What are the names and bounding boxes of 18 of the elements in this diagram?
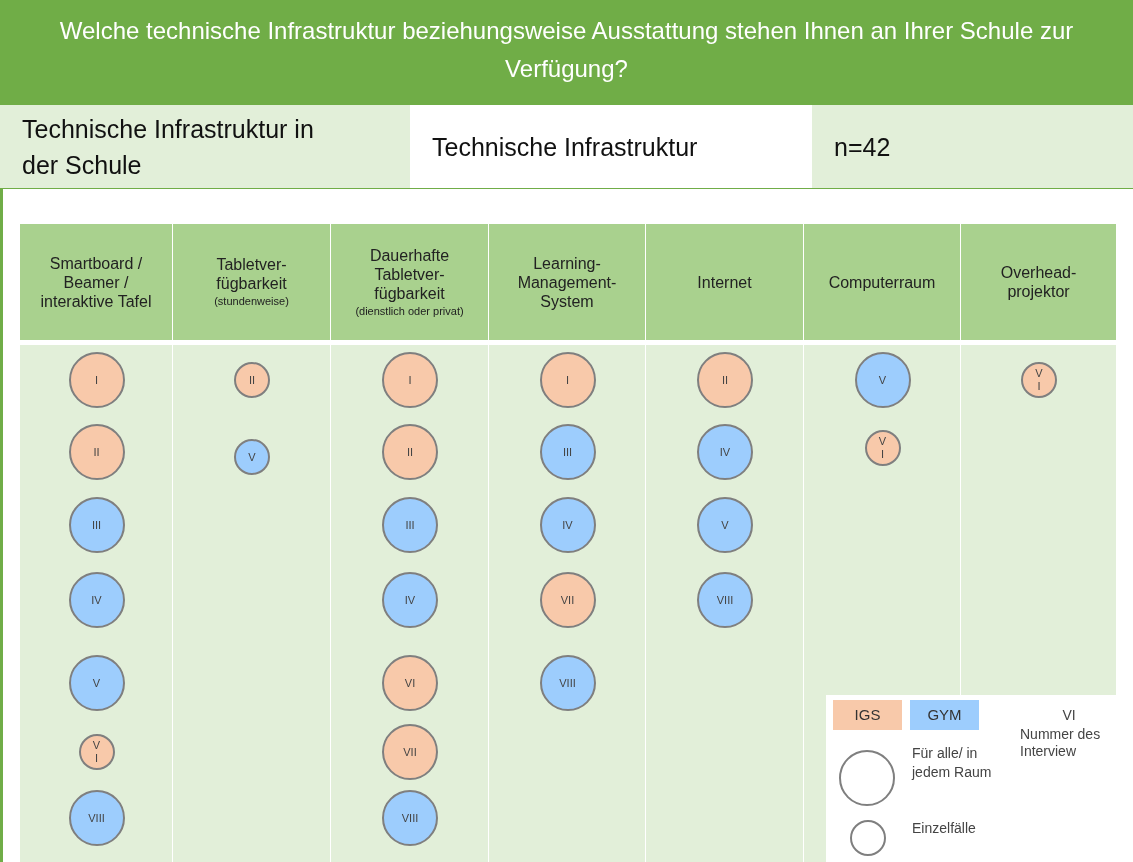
column-heading: Smartboard / Beamer / interaktive Tafel [39,253,153,311]
column-heading: Overhead- projektor [999,263,1078,301]
column-heading: Learning- Management- System [516,253,618,311]
column-subheading: (dienstlich oder privat) [355,303,464,319]
legend-swatch: GYM [910,700,979,730]
info-cell: Technische Infrastruktur in der Schule [0,105,410,188]
legend-text: Nummer des Interview [1020,726,1102,760]
column-heading: Tabletver- fügbarkeit [215,255,288,293]
column-heading: Internet [697,272,752,292]
title-banner: Welche technische Infrastruktur beziehungsweise Ausstattung stehen Ihnen an Ihrer Schule zur Verfügung? [0,0,1133,105]
legend-text: Einzelfälle [912,819,977,838]
legend-text: Für alle/ in jedem Raum [912,744,993,782]
info-cell: n=42 [812,105,1133,188]
column-heading: Computerraum [828,272,936,292]
column-heading: Dauerhafte Tabletver- fügbarkeit [368,245,451,303]
column-subheading: (stundenweise) [214,294,289,309]
interview-number-sample: VI [1061,707,1077,723]
legend-swatch: IGS [833,700,902,730]
